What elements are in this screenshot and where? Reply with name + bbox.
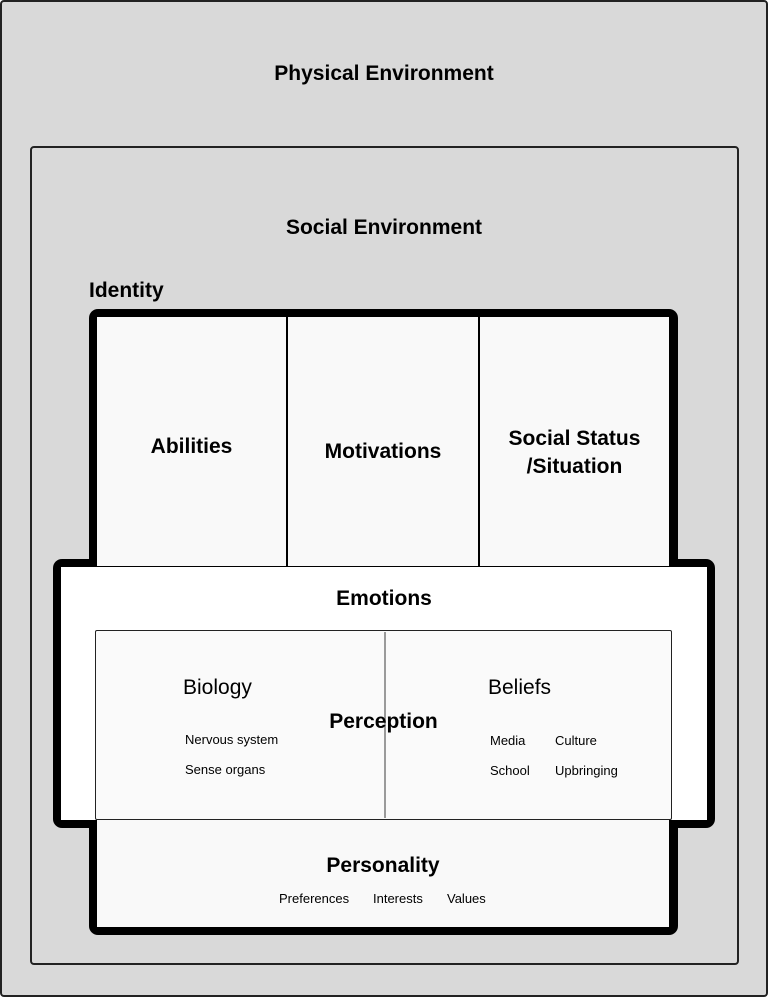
social-environment-title: Social Environment xyxy=(285,216,483,239)
motivations-cell xyxy=(288,317,478,566)
emotions-title: Emotions xyxy=(336,587,432,610)
abilities-cell xyxy=(97,317,286,566)
identity-title: Identity xyxy=(89,279,164,302)
biology-item-nervous-system: Nervous system xyxy=(185,732,279,747)
personality-item-values: Values xyxy=(447,891,486,906)
physical-environment-title: Physical Environment xyxy=(274,62,494,85)
social-status-label-line2: /Situation xyxy=(526,455,623,478)
beliefs-item-media: Media xyxy=(490,733,526,748)
perception-divider xyxy=(384,632,386,818)
biology-item-sense-organs: Sense organs xyxy=(185,762,266,777)
social-status-cell xyxy=(480,317,669,566)
abilities-label: Abilities xyxy=(150,435,233,458)
beliefs-title: Beliefs xyxy=(488,676,552,699)
personality-box xyxy=(97,820,669,927)
beliefs-item-upbringing: Upbringing xyxy=(555,763,618,778)
social-status-label-line1: Social Status xyxy=(508,427,641,450)
beliefs-item-culture: Culture xyxy=(555,733,597,748)
personality-title: Personality xyxy=(326,854,440,877)
motivations-label: Motivations xyxy=(324,440,442,463)
beliefs-item-school: School xyxy=(490,763,530,778)
perception-title: Perception xyxy=(329,710,438,733)
personality-item-interests: Interests xyxy=(373,891,423,906)
biology-title: Biology xyxy=(183,676,252,699)
perception-box xyxy=(95,630,672,820)
personality-item-preferences: Preferences xyxy=(279,891,350,906)
